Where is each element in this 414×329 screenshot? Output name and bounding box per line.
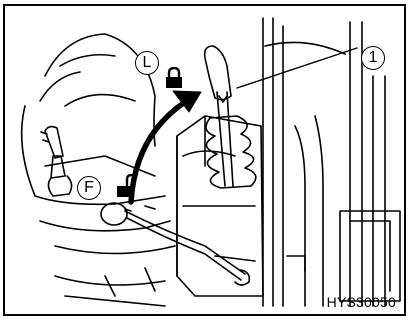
callout-free-position-label: F	[84, 179, 94, 196]
curved-arrow-icon	[128, 90, 202, 205]
figure-code: HYS30050	[326, 294, 396, 310]
padlock-open-icon	[117, 174, 136, 197]
control-lever	[203, 45, 358, 187]
lever-boot	[205, 115, 257, 189]
callout-free-position: F	[77, 176, 101, 200]
lock-lever-handle	[100, 202, 132, 226]
callout-lock-position-label: L	[142, 54, 152, 71]
callout-item-number-label: 1	[368, 49, 378, 66]
figure-frame: 1 L F HYS30050	[3, 4, 406, 316]
lock-lever-rod	[124, 205, 251, 286]
callout-item-number: 1	[361, 46, 385, 70]
operator-seat	[20, 33, 176, 307]
lock-lever-illustration	[20, 17, 401, 307]
callout-lock-position: L	[135, 51, 159, 75]
joystick	[40, 125, 73, 197]
padlock-closed-icon	[166, 67, 182, 88]
